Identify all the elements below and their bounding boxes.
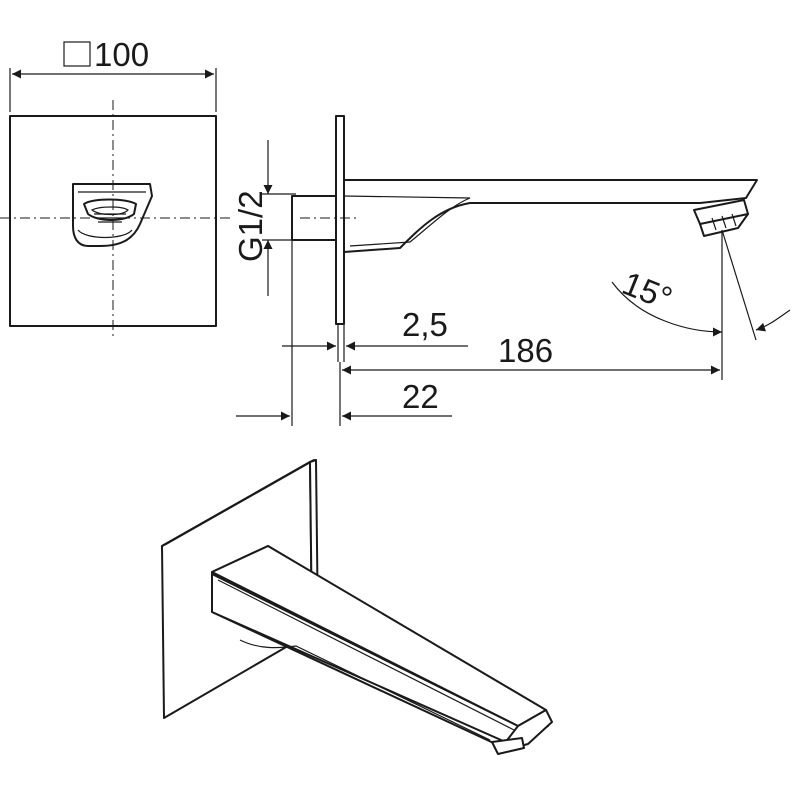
- square-symbol-icon: [63, 41, 91, 67]
- front-view: 100: [0, 36, 232, 340]
- connector-length-dimension: 22: [236, 240, 452, 426]
- isometric-view: [161, 459, 553, 755]
- thread-dimension: G1/2: [232, 140, 296, 296]
- projection-label: 186: [498, 332, 553, 369]
- square-dimension: 100: [9, 36, 217, 112]
- spout-profile-inner: [343, 195, 471, 247]
- spout-profile: [343, 179, 758, 253]
- thread-label: G1/2: [232, 190, 269, 262]
- square-size-label: 100: [94, 36, 149, 73]
- aerator-tip: [693, 199, 749, 237]
- connector-length-label: 22: [402, 378, 439, 415]
- iso-aerator: [491, 737, 525, 755]
- side-plate: [335, 115, 345, 325]
- angle-dimension: 15°: [611, 229, 791, 380]
- spout-outlet-front: [72, 183, 153, 247]
- iso-spout: [211, 545, 553, 755]
- plate-thickness-label: 2,5: [402, 306, 448, 343]
- angle-label: 15°: [617, 264, 677, 317]
- side-view: G1/2 15° 2,5: [232, 115, 791, 426]
- plate-thickness-dimension: 2,5: [282, 306, 468, 362]
- projection-dimension: 186: [342, 332, 720, 375]
